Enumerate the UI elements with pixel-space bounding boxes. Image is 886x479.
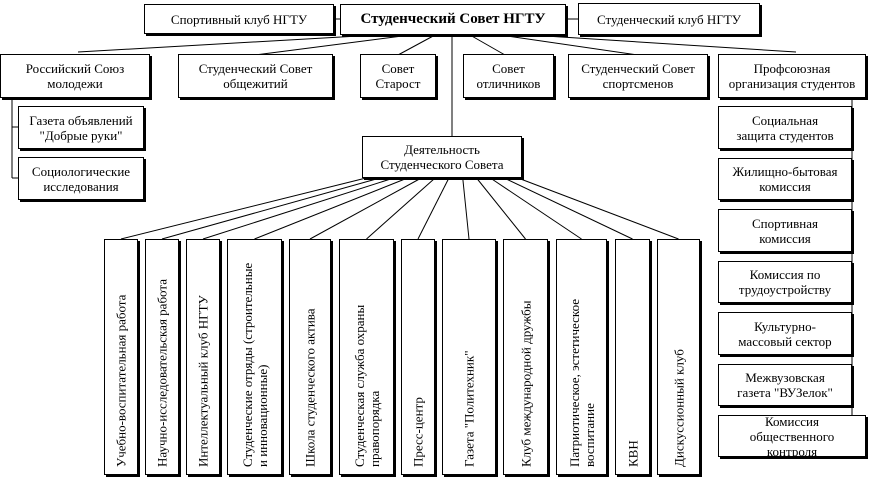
union-item-4-label: Комиссия по трудоустройству (738, 267, 832, 297)
fan-connector (366, 177, 436, 240)
activity-item-1: Учебно-воспитательная работа (104, 239, 138, 475)
ads-newspaper-label: Газета объявлений "Добрые руки" (29, 112, 133, 143)
rsm-box: Российский Союз молодежи (0, 54, 150, 98)
fan-connector (254, 177, 408, 240)
union-item-7-label: Комиссия общественного контроля (749, 413, 835, 459)
activity-item-9-label: Клуб международной дружбы (518, 300, 533, 467)
rsm-label: Российский Союз молодежи (25, 61, 125, 91)
fan-connector (120, 177, 367, 240)
activity-item-9: Клуб международной дружбы (503, 239, 548, 475)
dorm-council-box: Студенческий Совет общежитий (178, 54, 333, 98)
union-item-4: Комиссия по трудоустройству (718, 261, 852, 303)
activity-item-1-label: Учебно-воспитательная работа (113, 294, 129, 467)
activity-item-4-label: Студенческие отряды (строительные и инно… (239, 262, 270, 467)
union-item-3-label: Спортивная комиссия (752, 215, 818, 246)
activity-box: Деятельность Студенческого Совета (362, 136, 522, 178)
fan-connector (476, 177, 526, 240)
activity-item-2: Научно-исследовательская работа (145, 239, 179, 475)
sportsmen-council-box: Студенческий Совет спортсменов (568, 54, 708, 98)
sports-club-label: Спортивный клуб НГТУ (170, 11, 308, 27)
activity-item-10: Патриотическое, эстетическое воспитание (556, 239, 607, 475)
student-council-box: Студенческий Совет НГТУ (340, 4, 566, 35)
activity-item-4: Студенческие отряды (строительные и инно… (227, 239, 282, 475)
activity-item-6: Студенческая служба охраны правопорядка (339, 239, 394, 475)
activity-item-5-label: Школа студенческого актива (302, 308, 318, 467)
activity-item-8: Газета "Политехник" (442, 239, 496, 475)
activity-item-7-label: Пресс-центр (410, 397, 426, 467)
starost-council-box: Совет Старост (360, 54, 436, 98)
fan-connector (517, 177, 679, 240)
student-council-label: Студенческий Совет НГТУ (360, 11, 546, 27)
union-item-6-label: Межвузовская газета "ВУЗелок" (737, 370, 833, 400)
union-item-6: Межвузовская газета "ВУЗелок" (718, 364, 852, 406)
union-item-7: Комиссия общественного контроля (718, 413, 866, 459)
activity-item-3: Интеллектуальный клуб НГТУ (186, 239, 220, 475)
union-item-5-label: Культурно- массовый сектор (738, 318, 832, 349)
activity-item-2-label: Научно-исследовательская работа (154, 279, 170, 467)
union-item-1: Социальная защита студентов (718, 106, 852, 149)
fan-connector (462, 177, 470, 240)
activity-item-11-label: КВН (625, 440, 640, 467)
union-item-5: Культурно- массовый сектор (718, 312, 852, 355)
starost-council-label: Совет Старост (375, 61, 421, 91)
sociology-label: Социологические исследования (31, 163, 131, 194)
activity-label: Деятельность Студенческого Совета (380, 142, 504, 172)
dorm-council-label: Студенческий Совет общежитий (198, 61, 313, 91)
activity-item-12: Дискуссионный клуб (657, 239, 700, 475)
activity-item-12-label: Дискуссионный клуб (671, 349, 686, 467)
fan-connector (161, 177, 380, 240)
ads-newspaper-box: Газета объявлений "Добрые руки" (18, 106, 144, 149)
union-item-2: Жилищно-бытовая комиссия (718, 158, 852, 200)
trade-union-box: Профсоюзная организация студентов (718, 54, 866, 98)
student-club-box: Студенческий клуб НГТУ (578, 3, 760, 35)
sports-club-box: Спортивный клуб НГТУ (144, 4, 334, 34)
fan-connector (503, 177, 633, 240)
sociology-box: Социологические исследования (18, 157, 144, 200)
union-item-2-label: Жилищно-бытовая комиссия (732, 164, 838, 194)
excellent-council-label: Совет отличников (476, 61, 541, 91)
activity-item-8-label: Газета "Политехник" (461, 350, 477, 467)
activity-item-6-label: Студенческая служба охраны правопорядка (351, 304, 382, 467)
activity-item-11: КВН (615, 239, 650, 475)
fan-connector (490, 177, 582, 240)
fan-connector (309, 177, 422, 240)
excellent-council-box: Совет отличников (463, 54, 554, 98)
activity-item-7: Пресс-центр (401, 239, 435, 475)
trade-union-label: Профсоюзная организация студентов (728, 61, 856, 91)
fan-connector (417, 177, 450, 240)
sportsmen-council-label: Студенческий Совет спортсменов (581, 61, 695, 91)
union-item-3: Спортивная комиссия (718, 209, 852, 252)
fan-connector (202, 177, 394, 240)
union-item-1-label: Социальная защита студентов (736, 112, 834, 143)
activity-item-10-label: Патриотическое, эстетическое воспитание (566, 299, 597, 467)
student-club-label: Студенческий клуб НГТУ (597, 11, 741, 27)
activity-item-3-label: Интеллектуальный клуб НГТУ (195, 295, 211, 467)
activity-item-5: Школа студенческого актива (289, 239, 331, 475)
